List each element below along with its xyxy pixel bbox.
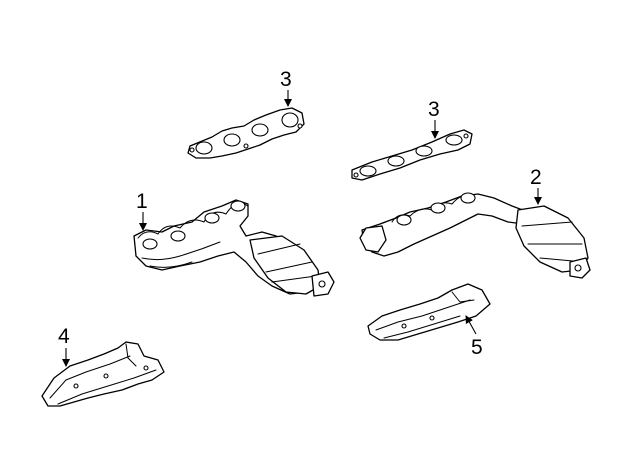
exhaust-manifold-gasket-right xyxy=(351,129,473,181)
heat-shield-left xyxy=(41,341,165,407)
heat-shield-right xyxy=(367,283,491,341)
leader-line-5 xyxy=(465,315,477,335)
callout-1: 1 xyxy=(136,190,148,213)
exhaust-manifold-right-with-converter xyxy=(359,192,591,279)
callout-2: 2 xyxy=(530,166,542,189)
callout-3a: 3 xyxy=(280,68,292,91)
callout-3b: 3 xyxy=(428,98,440,121)
callout-5: 5 xyxy=(471,336,483,359)
exhaust-manifold-gasket-left xyxy=(187,107,305,159)
exhaust-manifold-left-with-converter xyxy=(133,199,335,297)
callout-4: 4 xyxy=(58,325,70,348)
